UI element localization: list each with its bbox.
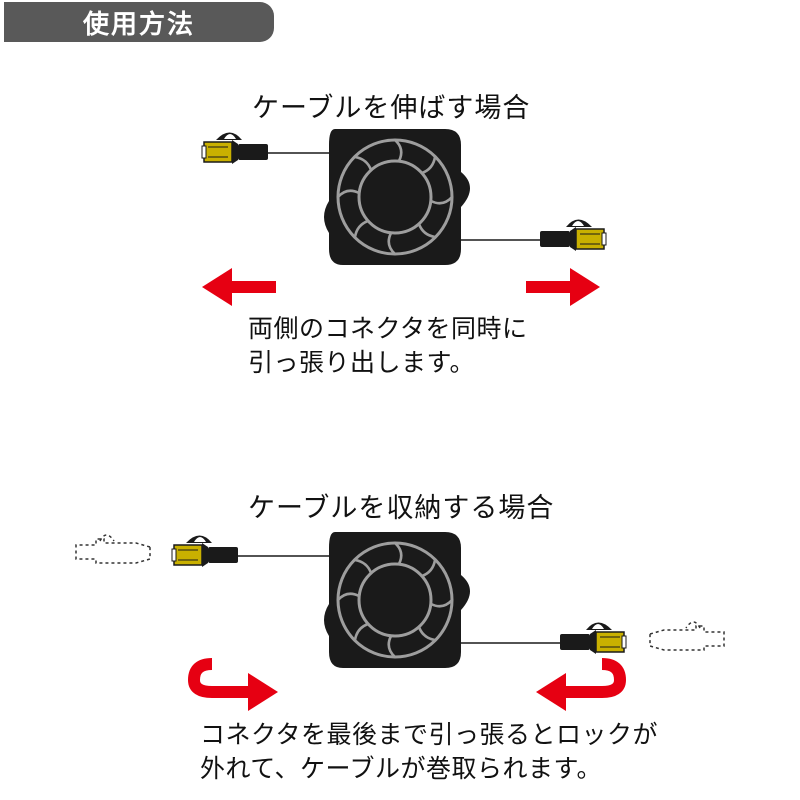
- rj45-plug-icon: [201, 131, 269, 165]
- cable-reel-icon: [322, 530, 472, 670]
- plug-ghost-icon: [649, 621, 725, 651]
- arrow-right-icon: [526, 268, 600, 306]
- extend-description-line: 引っ張り出します。: [248, 348, 476, 377]
- header-tab: 使用方法: [4, 2, 274, 42]
- extend-description-line: 両側のコネクタを同時に: [248, 314, 528, 343]
- extend-title: ケーブルを伸ばす場合: [252, 93, 531, 124]
- rj45-plug-icon: [539, 218, 607, 252]
- retract-description-line: 外れて、ケーブルが巻取られます。: [200, 754, 603, 783]
- u-turn-arrow-icon: [187, 658, 278, 711]
- extend-description: 両側のコネクタを同時に 引っ張り出します。: [248, 312, 528, 380]
- cable-reel-icon: [322, 127, 472, 267]
- rj45-plug-icon: [171, 534, 239, 568]
- plug-ghost-icon: [75, 534, 151, 564]
- retract-description: コネクタを最後まで引っ張るとロックが 外れて、ケーブルが巻取られます。: [200, 718, 658, 786]
- retract-title: ケーブルを収納する場合: [248, 493, 555, 524]
- header-label: 使用方法: [82, 9, 195, 40]
- rj45-plug-icon: [559, 621, 627, 655]
- retract-description-line: コネクタを最後まで引っ張るとロックが: [200, 720, 659, 749]
- arrow-left-icon: [202, 268, 276, 306]
- u-turn-arrow-icon: [536, 658, 627, 711]
